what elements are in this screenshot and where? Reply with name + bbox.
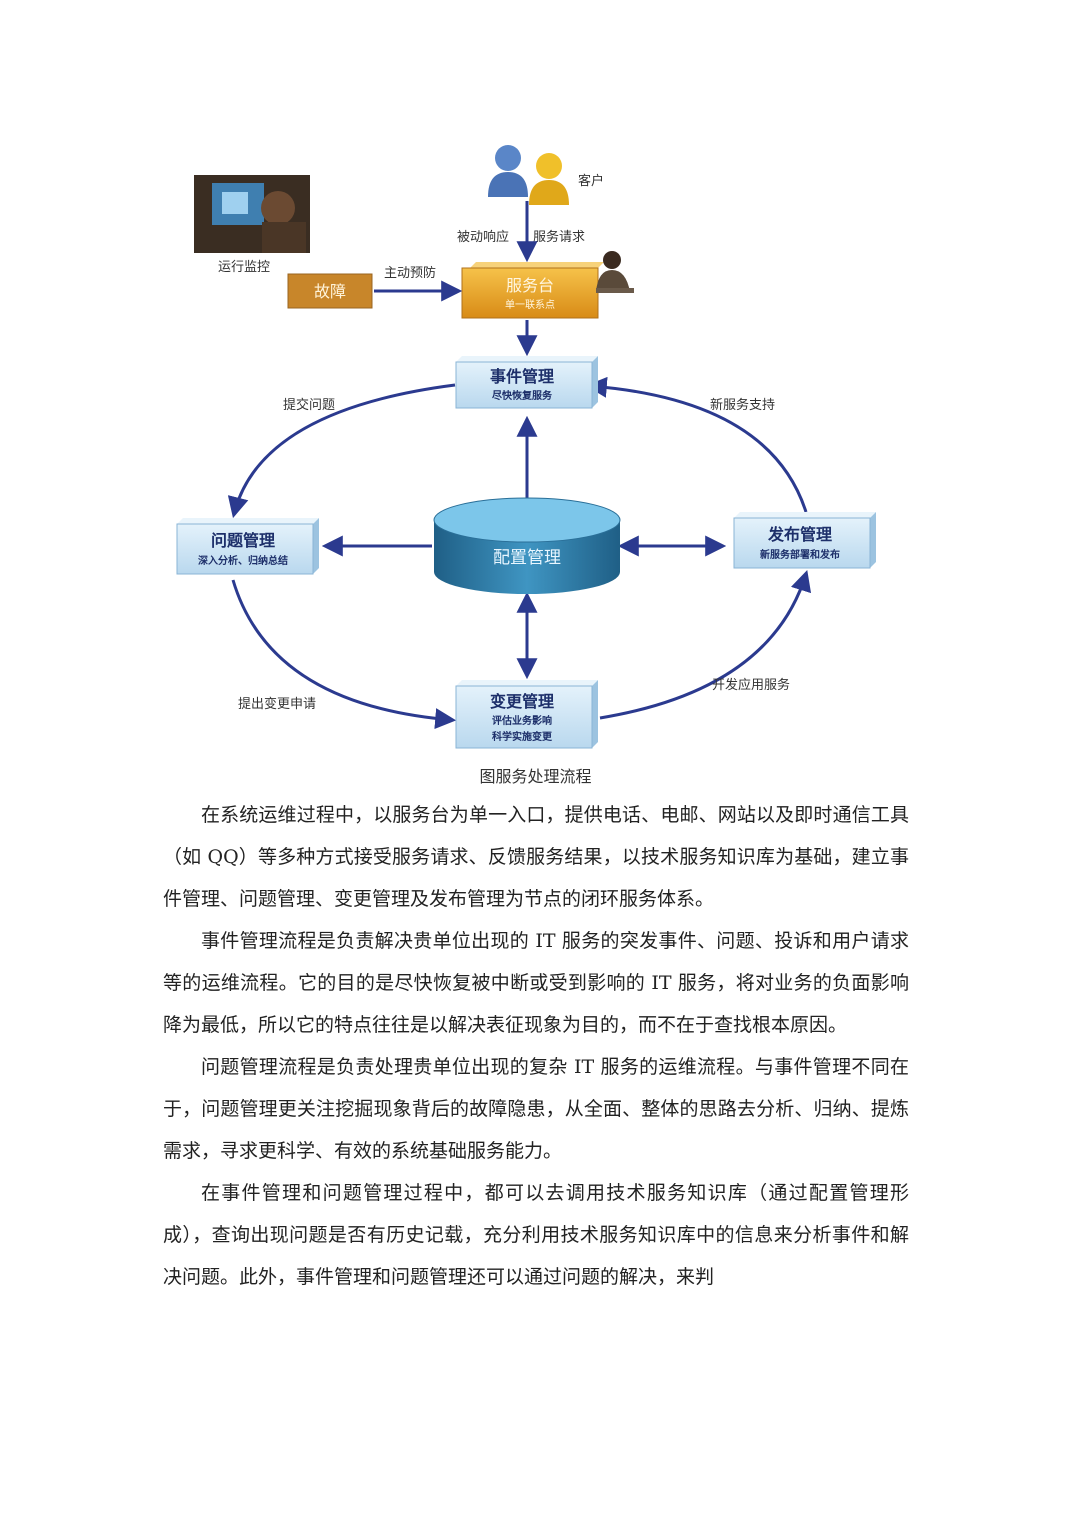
- release-title: 发布管理: [767, 525, 832, 544]
- service-process-diagram: 运行监控 客户 被动响应 服务请求 主动预防 故障 服务台 单一联系点 提交问题…: [176, 145, 876, 749]
- config-database: [433, 497, 621, 594]
- figure-caption: 图服务处理流程: [479, 767, 592, 786]
- operator-icon: [596, 251, 634, 293]
- release-subtitle: 新服务部署和发布: [760, 548, 840, 561]
- fault-box: [287, 273, 373, 309]
- paragraph-1: 在系统运维过程中，以服务台为单一入口，提供电话、电邮、网站以及即时通信工具（如 …: [163, 804, 909, 910]
- change-box: [455, 680, 598, 749]
- config-title: 配置管理: [493, 548, 561, 568]
- incident-subtitle: 尽快恢复服务: [492, 389, 553, 402]
- passive-response-label: 被动响应: [457, 229, 509, 245]
- arrow-problem-to-change: [231, 579, 457, 730]
- fault-label: 故障: [314, 282, 346, 301]
- customer-icon: [488, 145, 569, 205]
- arrow-incident-to-problem: [227, 383, 456, 519]
- incident-box: [455, 356, 598, 409]
- change-subtitle-2: 科学实施变更: [492, 730, 553, 743]
- problem-box: [176, 518, 319, 575]
- paragraph-4: 在事件管理和问题管理过程中，都可以去调用技术服务知识库（通过配置管理形成），查询…: [163, 1182, 909, 1288]
- customer-label: 客户: [578, 173, 604, 189]
- monitor-photo: [194, 175, 310, 253]
- service-desk-title: 服务台: [506, 276, 554, 295]
- service-desk-subtitle: 单一联系点: [505, 299, 555, 311]
- change-title: 变更管理: [490, 692, 554, 711]
- arrow-release-to-incident: [585, 376, 808, 513]
- problem-title: 问题管理: [211, 531, 275, 550]
- service-request-label: 服务请求: [533, 229, 585, 245]
- submit-problem-label: 提交问题: [283, 397, 335, 413]
- problem-subtitle: 深入分析、归纳总结: [198, 554, 288, 567]
- paragraph-2: 事件管理流程是负责解决贵单位出现的 IT 服务的突发事件、问题、投诉和用户请求等…: [163, 930, 909, 1036]
- monitor-label: 运行监控: [218, 260, 270, 275]
- proactive-prevention-label: 主动预防: [384, 265, 436, 281]
- release-box: [733, 512, 876, 569]
- new-service-support-label: 新服务支持: [710, 397, 775, 413]
- propose-change-label: 提出变更申请: [238, 696, 316, 712]
- arrow-change-to-release: [599, 569, 812, 720]
- service-desk-box: [461, 262, 604, 319]
- body-text: 在系统运维过程中，以服务台为单一入口，提供电话、电邮、网站以及即时通信工具（如 …: [163, 794, 909, 1298]
- paragraph-3: 问题管理流程是负责处理贵单位出现的复杂 IT 服务的运维流程。与事件管理不同在于…: [163, 1056, 909, 1162]
- develop-app-label: 开发应用服务: [712, 677, 790, 693]
- change-subtitle-1: 评估业务影响: [492, 714, 552, 727]
- incident-title: 事件管理: [490, 367, 554, 386]
